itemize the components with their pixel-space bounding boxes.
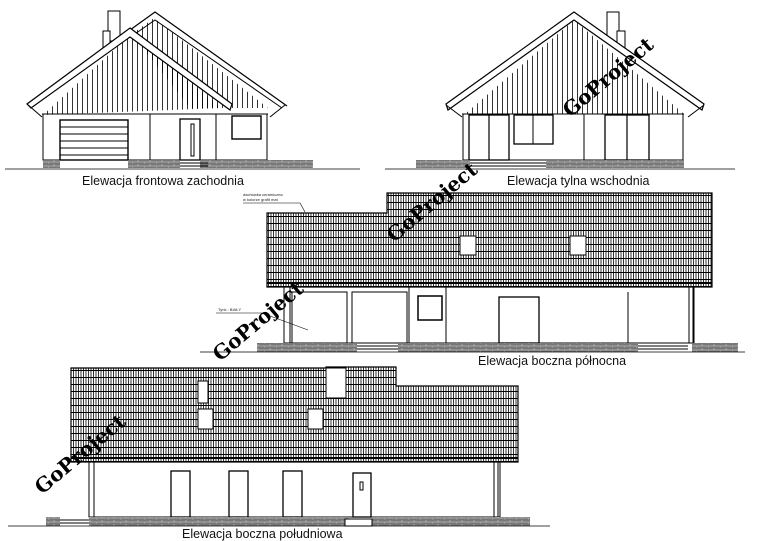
roof-window [459,235,477,256]
window-tall [170,470,191,518]
south-elevation [8,366,550,527]
roof-window [307,408,324,430]
window [231,115,262,140]
roof-color-note: w kolorze grafit mat [243,197,279,202]
roof-window [197,408,214,430]
south-elevation-label: Elewacja boczna południowa [182,527,343,541]
roof-window [197,380,209,404]
entry-door [179,118,201,161]
window-tall [228,470,249,518]
garage-door [59,119,129,161]
wall-panel [351,291,408,344]
side-door [352,472,372,518]
roof-window [569,235,587,256]
rear-elevation [385,11,735,170]
north-elevation [200,192,745,353]
terrace-door [498,296,540,344]
roof-material-note: dachówka ceramiczna [243,192,283,197]
front-elevation-label: Elewacja frontowa zachodnia [82,174,244,188]
rear-elevation-label: Elewacja tylna wschodnia [507,174,649,188]
north-elevation-label: Elewacja boczna północna [478,354,626,368]
front-elevation [5,10,360,170]
plaster-note: Tynk : BIAŁY [218,307,241,312]
window-tall [282,470,303,518]
roof-tiles [70,366,519,463]
roof-tiles [266,192,713,288]
chimney-strip [325,367,347,399]
window [417,295,443,321]
